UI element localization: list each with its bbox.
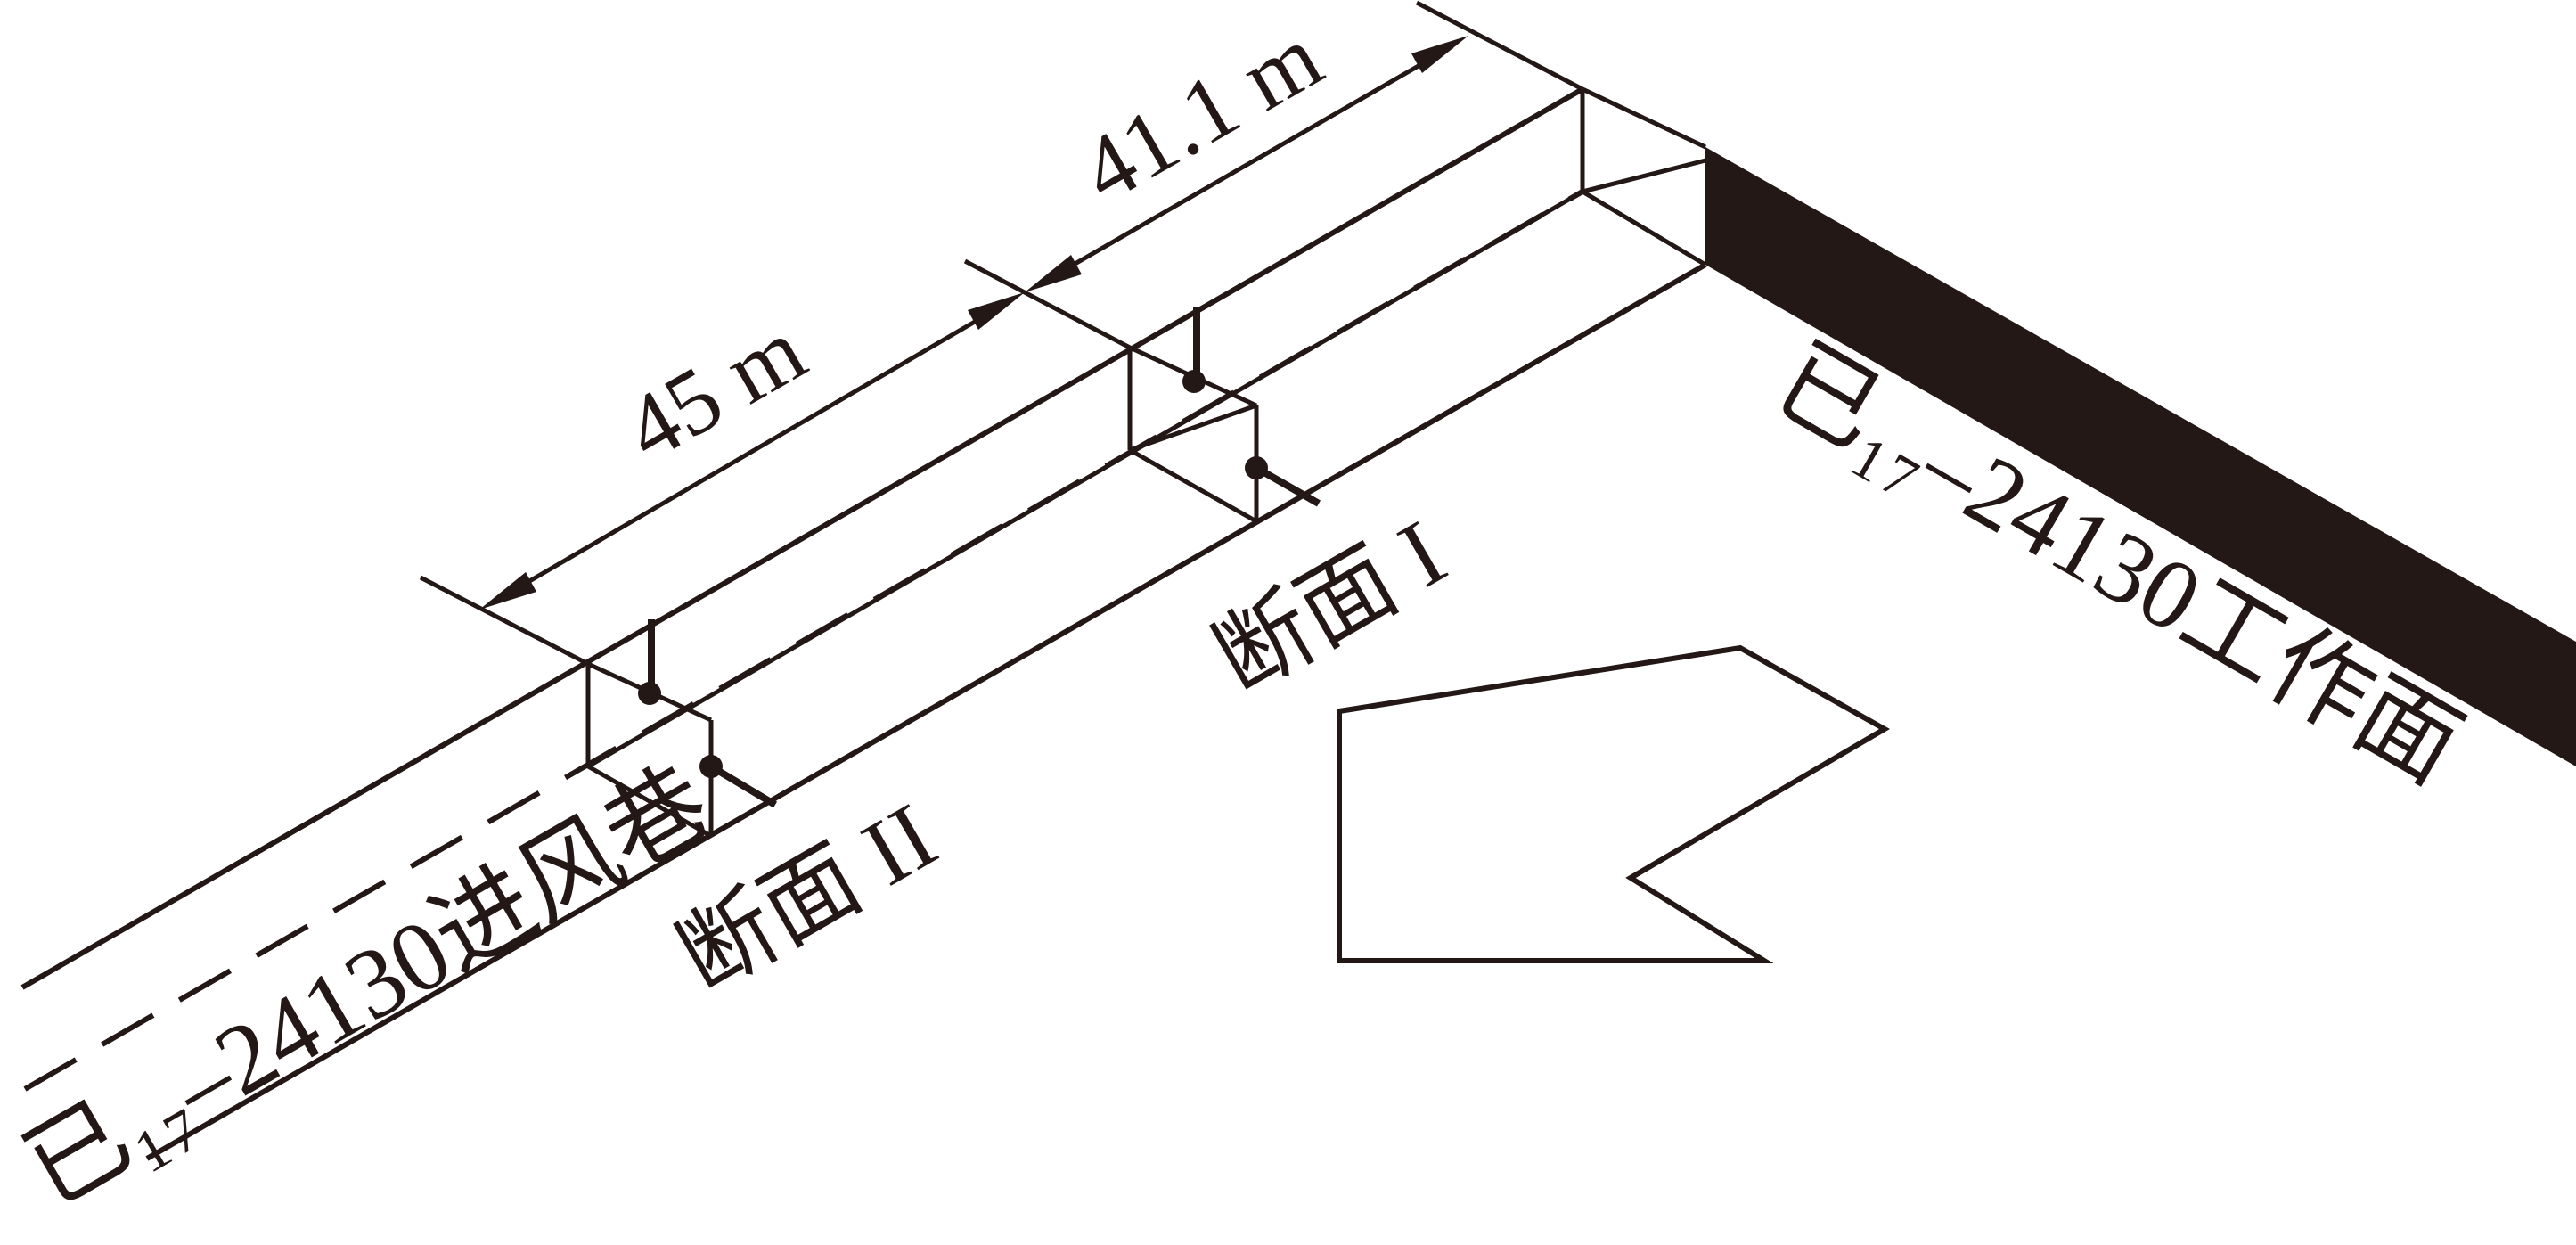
roadway-label: 已₁₇–24130进风巷 bbox=[8, 747, 729, 1226]
dim-line-45 bbox=[497, 300, 1009, 602]
dim-extension-left bbox=[419, 575, 590, 667]
roadway-centerline bbox=[23, 189, 1584, 1092]
dim-arrowhead bbox=[479, 572, 536, 610]
dim-arrowhead bbox=[1411, 36, 1468, 73]
dim-extension-mid bbox=[963, 258, 1132, 350]
roadway-end-bottom-top bbox=[1582, 158, 1706, 194]
dim-line-41 bbox=[1041, 44, 1454, 285]
roadway-end-top bbox=[1581, 86, 1707, 150]
sensor-icon bbox=[1245, 456, 1321, 507]
dimension-label-45: 45 m bbox=[608, 299, 822, 481]
sensor-icon bbox=[1182, 307, 1206, 393]
sensor-icon bbox=[699, 755, 778, 808]
airflow-direction-arrow-icon bbox=[1337, 644, 1891, 963]
roadway-upper-rail bbox=[20, 86, 1584, 990]
working-face-band bbox=[1705, 147, 2576, 766]
roadway-lower-rail bbox=[145, 262, 1707, 1161]
dim-arrowhead bbox=[968, 292, 1025, 330]
sensor-icon bbox=[638, 619, 661, 705]
dim-arrowhead bbox=[1025, 255, 1082, 292]
dim-extension-right bbox=[1415, 0, 1584, 92]
